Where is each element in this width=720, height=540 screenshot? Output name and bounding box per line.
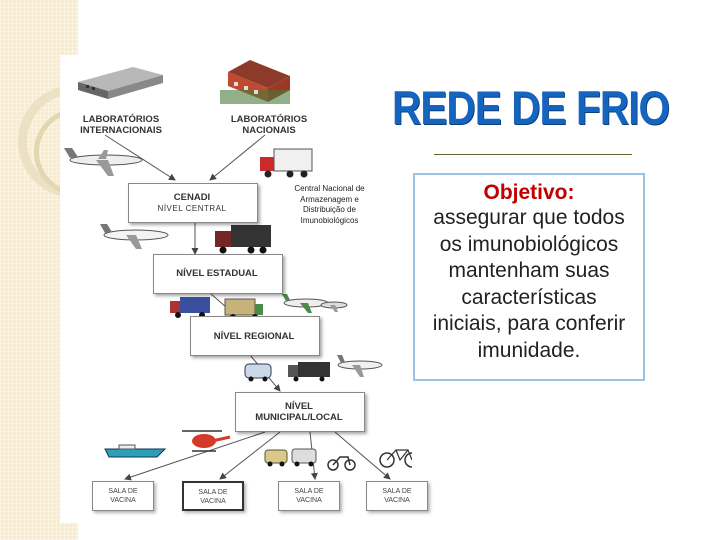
cenadi-subtitle: NÍVEL CENTRAL: [128, 203, 256, 214]
van-icon: [245, 364, 271, 382]
van-icon: [292, 449, 316, 467]
objective-line: imunidade.: [415, 338, 643, 365]
sala-line1: SALA DE: [367, 487, 427, 496]
motorcycle-icon: [328, 457, 355, 470]
lab-international-line2: INTERNACIONAIS: [66, 125, 176, 136]
page-title: REDE DE FRIO: [392, 80, 607, 140]
airplane-icon: [337, 355, 382, 377]
lab-international-line1: LABORATÓRIOS: [66, 114, 176, 125]
truck-icon: [260, 149, 312, 178]
building-icon: [78, 67, 163, 99]
helicopter-icon: [182, 431, 230, 451]
sala-line2: VACINA: [279, 496, 339, 505]
title-divider: [434, 154, 632, 155]
airplane-icon: [282, 294, 328, 313]
sala-line2: VACINA: [184, 497, 242, 506]
truck-icon: [215, 225, 271, 254]
sala-vacina-box: SALA DE VACINA: [92, 481, 154, 511]
lab-national-line2: NACIONAIS: [214, 125, 324, 136]
cenadi-text: CENADI NÍVEL CENTRAL: [128, 192, 256, 214]
regional-label: NÍVEL REGIONAL: [190, 331, 318, 342]
truck-icon: [288, 362, 330, 382]
objective-line: mantenham suas: [415, 258, 643, 285]
objective-line: iniciais, para conferir: [415, 311, 643, 338]
van-icon: [265, 450, 287, 467]
sala-line1: SALA DE: [93, 487, 153, 496]
airplane-icon: [64, 148, 142, 176]
building-icon: [220, 60, 290, 104]
sala-vacina-box: SALA DE VACINA: [366, 481, 428, 511]
lab-national-label: LABORATÓRIOS NACIONAIS: [214, 114, 324, 136]
cenadi-title: CENADI: [128, 192, 256, 203]
sala-line1: SALA DE: [184, 488, 242, 497]
objective-line: os imunobiológicos: [415, 232, 643, 259]
lab-national-line1: LABORATÓRIOS: [214, 114, 324, 125]
municipal-label: NÍVEL MUNICIPAL/LOCAL: [235, 401, 363, 423]
bicycle-icon: [380, 450, 412, 467]
sala-line2: VACINA: [367, 496, 427, 505]
municipal-line2: MUNICIPAL/LOCAL: [235, 412, 363, 423]
municipal-line1: NÍVEL: [235, 401, 363, 412]
sala-vacina-box: SALA DE VACINA: [182, 481, 244, 511]
sala-line1: SALA DE: [279, 487, 339, 496]
objective-heading: Objetivo:: [415, 181, 643, 205]
airplane-icon: [100, 224, 168, 249]
objective-line: características: [415, 285, 643, 312]
objective-line: assegurar que todos: [415, 205, 643, 232]
truck-icon: [170, 297, 210, 318]
sala-line2: VACINA: [93, 496, 153, 505]
cenadi-note: Central Nacional de Armazenagem e Distri…: [282, 184, 377, 226]
estadual-label: NÍVEL ESTADUAL: [153, 268, 281, 279]
sala-vacina-box: SALA DE VACINA: [278, 481, 340, 511]
objective-box: Objetivo: assegurar que todos os imunobi…: [413, 173, 645, 381]
lab-international-label: LABORATÓRIOS INTERNACIONAIS: [66, 114, 176, 136]
airplane-icon: [321, 302, 347, 312]
boat-icon: [105, 445, 165, 457]
